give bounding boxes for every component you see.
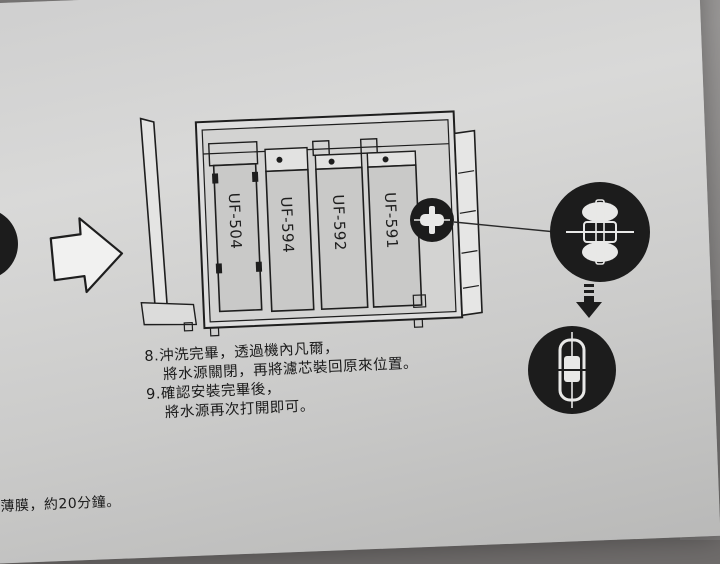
filter-cartridge-uf-594: UF-594 [264,146,315,313]
valve-closed-icon [528,326,616,414]
filter-diagram: UF-504 UF-594 UF-592 UF-591 [0,110,650,414]
arrow-right-icon [49,217,124,294]
filter-label-uf-504: UF-504 [225,192,245,249]
filter-cartridge-uf-592: UF-592 [311,139,369,311]
previous-step-badge [0,212,18,276]
filter-cartridge-uf-591: UF-591 [359,137,427,308]
filter-cartridge-uf-504: UF-504 [207,141,263,313]
arrow-down-icon [576,284,602,318]
instruction-text: 8.沖洗完畢，透過機內凡爾，將水源關閉，再將濾芯裝回原來位置。9.確認安裝完畢後… [144,336,420,424]
filter-label-uf-594: UF-594 [277,196,297,253]
valve-marker-icon [410,198,454,242]
machine-cabinet: UF-504 UF-594 UF-592 UF-591 [139,110,483,337]
callout-line [453,221,557,233]
valve-open-icon [550,182,650,282]
filter-label-uf-592: UF-592 [329,194,349,251]
filter-label-uf-591: UF-591 [381,192,401,249]
